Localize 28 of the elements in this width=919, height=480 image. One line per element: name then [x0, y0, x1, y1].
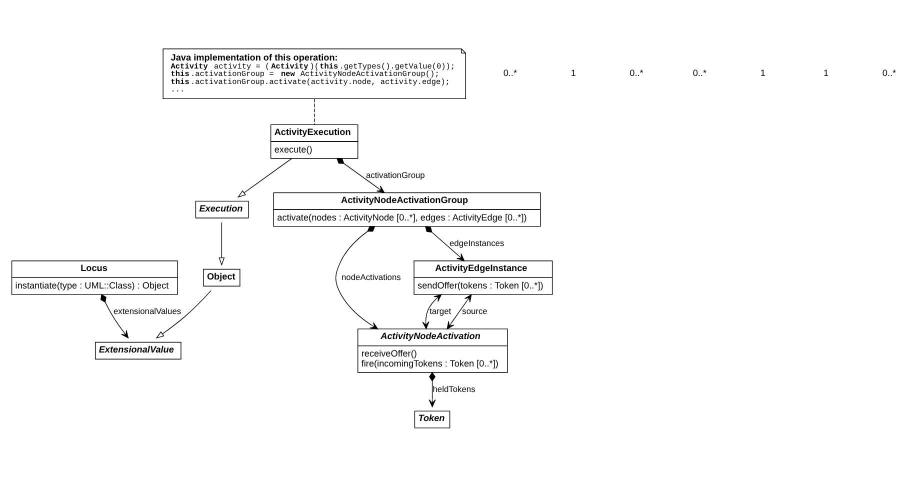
node-box: Object: [202, 268, 240, 286]
label: 1: [760, 68, 765, 78]
arrow: [424, 226, 464, 260]
arrow: [336, 158, 384, 192]
arrow: [422, 294, 442, 329]
edge-label: edgeInstances: [449, 237, 504, 248]
edge-label: activationGroup: [365, 169, 424, 180]
arrow: [155, 290, 211, 338]
label: 0..*: [692, 68, 706, 78]
label: 0..*: [629, 68, 643, 78]
node-box: Token: [414, 410, 450, 428]
edge-label: source: [462, 305, 487, 316]
arrow: [428, 371, 436, 407]
label: 0..*: [502, 68, 517, 78]
arrow: [446, 294, 472, 329]
arrow: [100, 294, 128, 338]
label: 0..*: [882, 68, 896, 78]
edge-label: extensionalValues: [112, 305, 181, 316]
edge-label: target: [429, 305, 451, 316]
arrow: [218, 222, 224, 266]
node-box: Execution: [194, 200, 248, 218]
arrow: [334, 226, 378, 329]
arrow: [236, 158, 292, 198]
edge-label: heldTokens: [432, 383, 475, 394]
label: 1: [823, 68, 828, 78]
label: 1: [570, 68, 576, 78]
edge-label: nodeActivations: [341, 271, 400, 282]
node-box: ExtensionalValue: [94, 341, 181, 359]
